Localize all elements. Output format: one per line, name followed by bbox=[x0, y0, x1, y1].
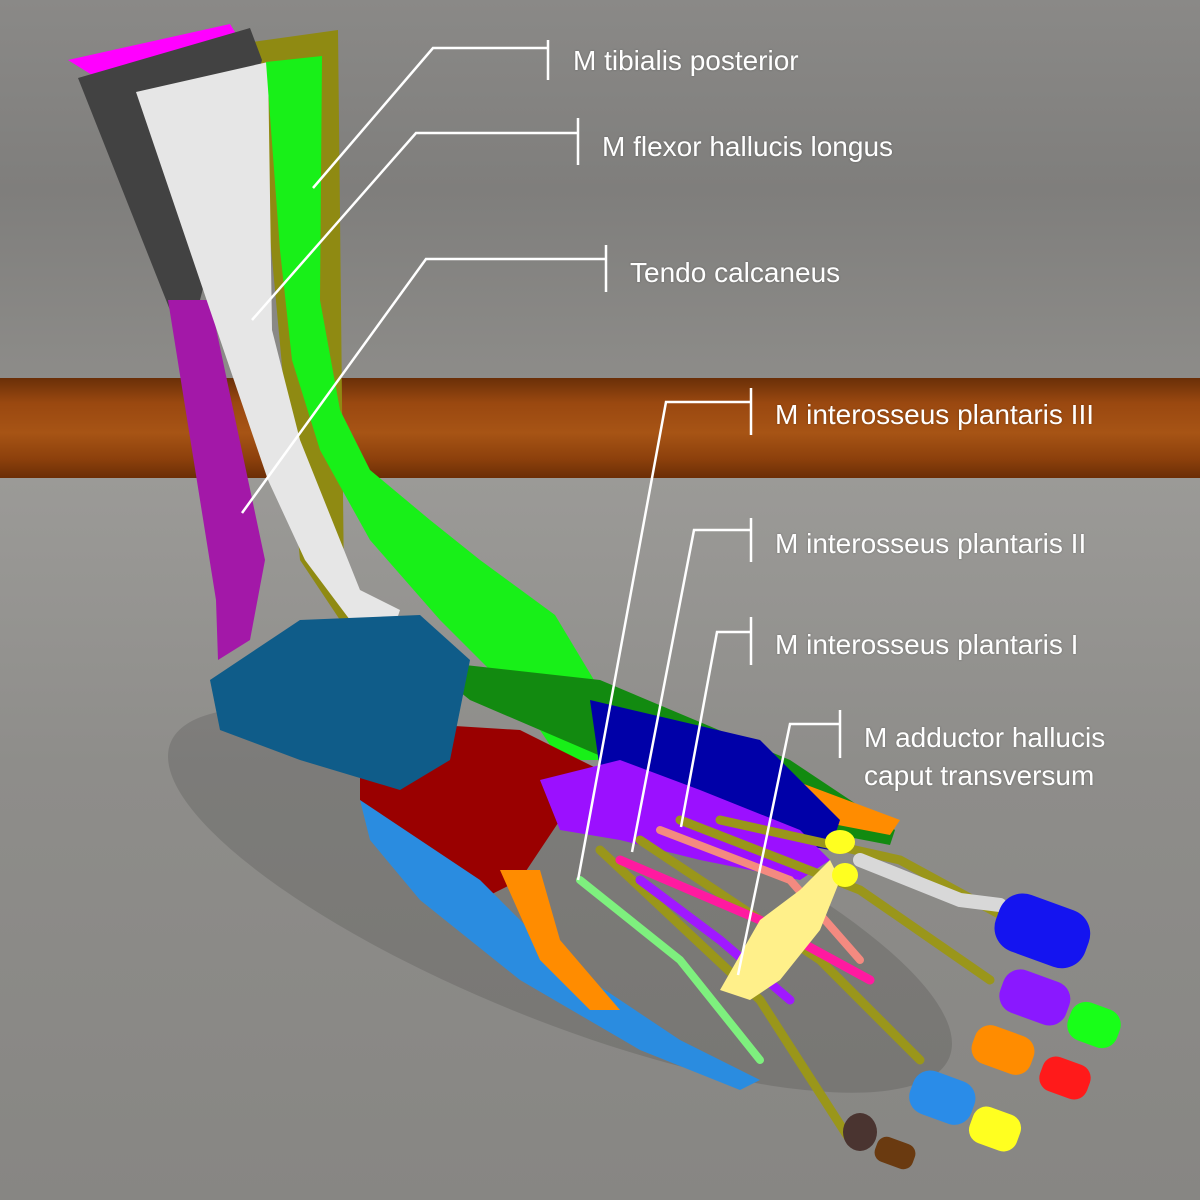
leader-line-interosseus-plantaris-1 bbox=[679, 630, 751, 828]
label-interosseus-plantaris-3: M interosseus plantaris III bbox=[775, 399, 1095, 430]
leader-line-interosseus-plantaris-3 bbox=[576, 400, 751, 881]
leader-line-adductor-hallucis bbox=[736, 722, 840, 976]
label-adductor-hallucis-caput: caput transversum bbox=[864, 760, 1095, 791]
leader-line-tendo-calcaneus bbox=[240, 257, 606, 514]
leader-line-tibialis-posterior bbox=[312, 46, 548, 189]
leader-lines bbox=[240, 40, 842, 976]
light-blue-muscle bbox=[360, 800, 760, 1090]
toe-bones bbox=[825, 830, 1121, 1170]
label-adductor-hallucis: M adductor hallucis bbox=[864, 722, 1106, 753]
label-tibialis-posterior: M tibialis posterior bbox=[573, 45, 799, 76]
adductor-hallucis-shape bbox=[720, 860, 840, 1000]
label-tendo-calcaneus: Tendo calcaneus bbox=[630, 257, 841, 288]
label-interosseus-plantaris-1: M interosseus plantaris I bbox=[775, 629, 1079, 660]
calcaneus-bone bbox=[210, 615, 470, 790]
concrete-floor-background bbox=[0, 478, 1200, 1200]
magenta-muscle-top bbox=[68, 24, 240, 80]
blue-muscle bbox=[590, 700, 840, 850]
leader-line-flexor-hallucis-longus bbox=[251, 131, 578, 321]
leader-line-interosseus-plantaris-2 bbox=[630, 528, 751, 853]
label-flexor-hallucis-longus: M flexor hallucis longus bbox=[602, 131, 894, 162]
flexor-hallucis-longus-shape bbox=[136, 62, 400, 625]
orange-muscle bbox=[500, 870, 620, 1010]
label-interosseus-plantaris-2: M interosseus plantaris II bbox=[775, 528, 1087, 559]
tendo-calcaneus-shape bbox=[168, 300, 265, 660]
